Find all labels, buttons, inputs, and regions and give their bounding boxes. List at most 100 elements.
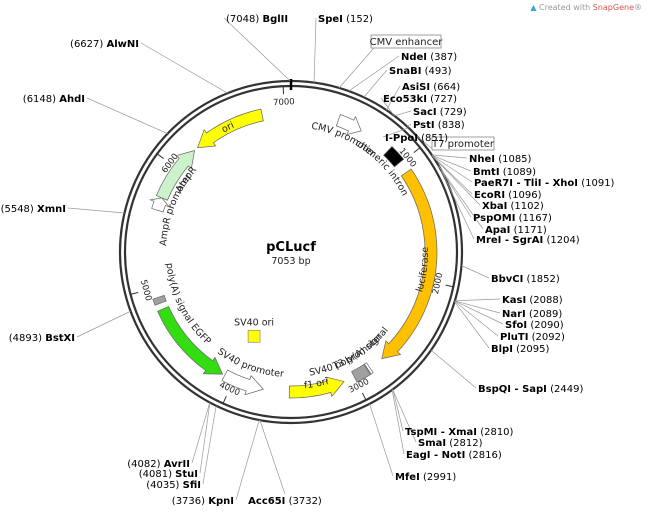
plasmid-name: pCLucf [266, 240, 316, 255]
feature-label-path-sv40-poly-a-signal: SV40 poly(A) signal [308, 325, 390, 378]
feature-sv40-poly-a-signal [351, 363, 371, 383]
site-leader-apai [438, 165, 484, 230]
t7-promoter-leader [416, 136, 435, 151]
site-label-sfii: (4035) SfiI [146, 480, 201, 491]
site-label-avrii: (4082) AvrII [127, 459, 190, 470]
site-leader-eco53ki [380, 97, 395, 116]
feature-sv40-promoter [221, 369, 264, 396]
feature-egfp [157, 305, 224, 375]
site-label-i-ppoi: I-PpoI (851) [385, 133, 448, 144]
site-name-bbvci: BbvCI [491, 274, 523, 285]
feature-ampr [155, 150, 196, 201]
tick-mark-1000 [413, 147, 421, 154]
site-label-pluti: PluTI (2092) [500, 332, 565, 343]
site-name-smai: SmaI [418, 438, 446, 449]
site-label-acc65i: Acc65I (3732) [248, 496, 322, 507]
site-name-pspomi: PspOMI [473, 213, 515, 224]
site-leader-xbai [432, 156, 481, 206]
site-position-pluti: (2092) [532, 332, 565, 343]
site-name-kpni: KpnI [208, 496, 234, 507]
credit-suffix: ® [634, 3, 642, 12]
site-leader-pluti [454, 301, 499, 337]
feature-luciferase [381, 168, 438, 360]
site-leader-blpi [454, 301, 490, 349]
site-name-snabi: SnaBI [389, 66, 421, 77]
site-leader-alwni [140, 42, 228, 94]
feature-label-sv40-ori: SV40 ori [234, 317, 274, 328]
site-name-bglii: BglII [262, 14, 288, 25]
site-leader-sfii [202, 405, 217, 485]
site-position-sfii: (4035) [146, 480, 179, 491]
site-position-spei: (152) [346, 14, 373, 25]
site-name-eagi-noti: EagI - NotI [406, 450, 465, 461]
site-name-acc65i: Acc65I [248, 496, 285, 507]
t7-promoter-label-box: T7 promoter [431, 136, 495, 151]
feature-ori [197, 108, 264, 149]
site-name-ndei: NdeI [401, 52, 427, 63]
site-position-kasi: (2088) [529, 295, 562, 306]
site-position-bbvci: (1852) [527, 274, 560, 285]
site-position-pspomi: (1167) [519, 213, 552, 224]
feature-poly-a-signal [152, 294, 167, 306]
site-position-saci: (729) [440, 107, 467, 118]
site-name-blpi: BlpI [491, 344, 513, 355]
feature-cmv-promoter [335, 114, 362, 136]
credit-prefix: Created with [539, 3, 593, 12]
site-label-snabi: SnaBI (493) [389, 66, 452, 77]
cmv-enhancer-label: CMV enhancer [370, 37, 444, 48]
feature-label-path-ori: ori [220, 120, 236, 135]
site-name-xmni: XmnI [37, 204, 66, 215]
site-label-eagi-noti: EagI - NotI (2816) [406, 450, 502, 461]
site-position-paer7i-tlii-xhoi: (1091) [581, 178, 614, 189]
site-label-kasi: KasI (2088) [502, 295, 563, 306]
site-leader-saci [394, 110, 412, 117]
site-label-blpi: BlpI (2095) [491, 344, 549, 355]
site-label-bspqi-sapi: BspQI - SapI (2449) [478, 384, 583, 395]
site-position-ndei: (387) [430, 52, 457, 63]
feature-label-sv40-poly-a-signal: SV40 poly(A) signal [308, 325, 390, 378]
site-label-alwni: (6627) AlwNI [70, 39, 139, 50]
cmv-enhancer-label-box: CMV enhancer [370, 34, 444, 49]
site-label-bmti: BmtI (1089) [473, 167, 536, 178]
site-position-mfei: (2991) [423, 472, 456, 483]
site-label-pspomi: PspOMI (1167) [473, 213, 552, 224]
site-position-xbai: (1102) [511, 201, 544, 212]
site-name-i-ppoi: I-PpoI [385, 133, 418, 144]
feature-label-chimeric-intron: chimeric intron [353, 138, 410, 198]
site-label-bstxi: (4893) BstXI [9, 333, 75, 344]
site-label-apai: ApaI (1171) [485, 225, 547, 236]
site-position-asisi: (664) [433, 82, 460, 93]
site-name-bmti: BmtI [473, 167, 500, 178]
tick-mark-5000 [130, 291, 139, 295]
site-label-psti: PstI (838) [413, 120, 465, 131]
feature-t3-promoter [363, 362, 374, 375]
credit-brand: SnapGene [592, 3, 634, 12]
site-label-spei: SpeI (152) [318, 14, 373, 25]
site-leader-smai [392, 389, 417, 443]
site-label-asisi: AsiSI (664) [402, 82, 460, 93]
site-leader-kpni [235, 419, 260, 501]
site-position-avrii: (4082) [127, 459, 160, 470]
site-position-i-ppoi: (851) [421, 133, 448, 144]
site-leader-kasi [454, 298, 501, 302]
site-name-sfoi: SfoI [505, 320, 527, 331]
site-name-xbai: XbaI [482, 201, 507, 212]
site-leader-snabi [363, 69, 388, 98]
feature-f1-ori [288, 376, 345, 399]
site-leader-paer7i-tlii-xhoi [432, 155, 473, 183]
site-leader-mrei-sgrai [440, 170, 475, 240]
site-position-eagi-noti: (2816) [469, 450, 502, 461]
site-position-kpni: (3736) [172, 496, 205, 507]
site-leader-ndei [348, 55, 400, 92]
site-label-sfoi: SfoI (2090) [505, 320, 564, 331]
site-label-xbai: XbaI (1102) [482, 201, 544, 212]
site-position-xmni: (5548) [1, 204, 34, 215]
site-leader-sfoi [454, 300, 504, 325]
site-leader-xmni [67, 207, 125, 214]
site-leaders [67, 17, 504, 501]
site-name-paer7i-tlii-xhoi: PaeR7I - TliI - XhoI [474, 178, 578, 189]
site-position-smai: (2812) [449, 438, 482, 449]
site-position-ahdi: (6148) [23, 94, 56, 105]
